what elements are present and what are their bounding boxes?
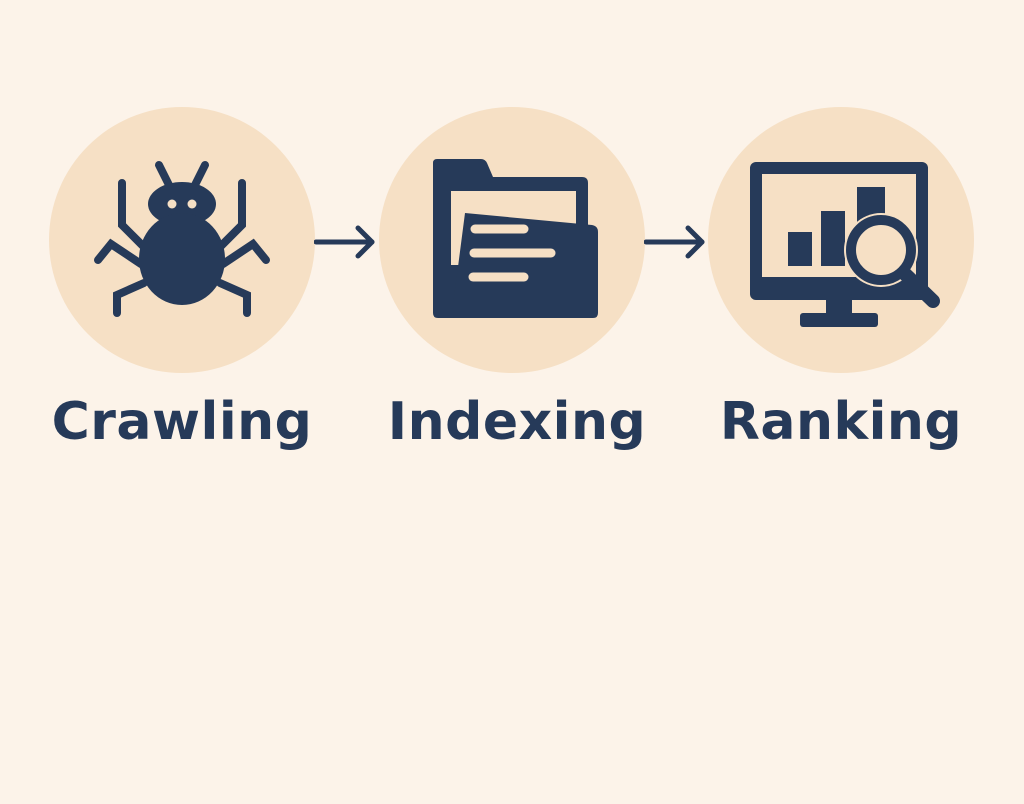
step-label-ranking: Ranking — [719, 392, 963, 452]
monitor-chart-search-icon — [750, 162, 940, 327]
folder-document-icon — [433, 159, 598, 318]
arrow-right-icon — [314, 225, 375, 259]
ranking-circle — [708, 107, 974, 373]
step-label-crawling: Crawling — [51, 392, 313, 452]
step-label-indexing: Indexing — [387, 392, 647, 452]
arrow-right-icon — [644, 225, 705, 259]
crawling-circle — [49, 107, 315, 373]
bug-icon — [94, 161, 270, 317]
indexing-circle — [379, 107, 645, 373]
